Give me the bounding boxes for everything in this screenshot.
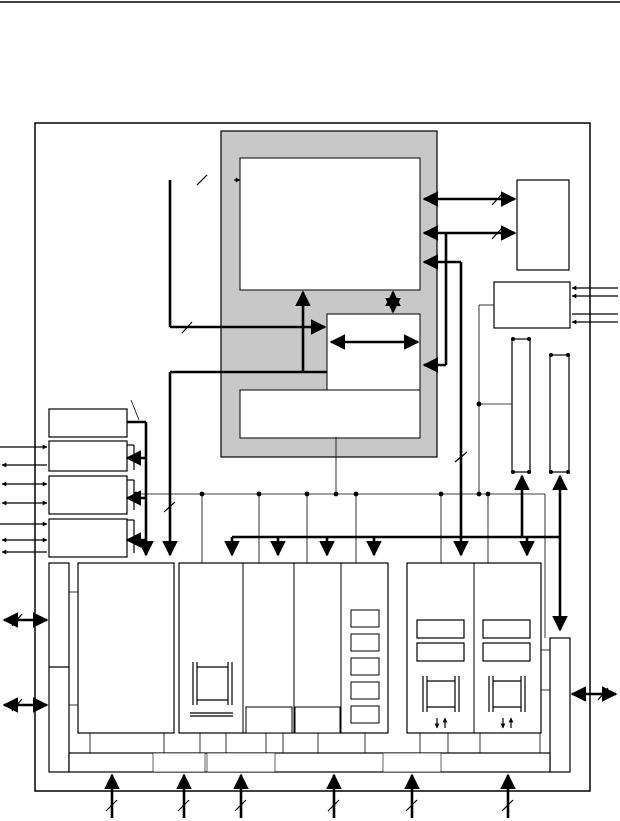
left-box-4 (48, 518, 128, 558)
ladder-icon-2 (422, 676, 460, 712)
stack-box-1 (350, 609, 380, 628)
right-top-box (516, 179, 570, 271)
left-large-box (77, 562, 175, 734)
ladder-icon-1 (190, 662, 233, 717)
right-group-box-2a (482, 619, 531, 639)
right-group-box-1a (416, 619, 465, 639)
left-box-3 (48, 475, 128, 515)
bus-segment-2 (206, 752, 276, 773)
bus-segment-3 (382, 752, 442, 773)
right-tall-bar-2 (549, 354, 570, 473)
ladder-icon-3 (488, 676, 526, 712)
right-tall-bar-1 (511, 338, 531, 473)
heavy-links (2, 180, 618, 818)
central-upper-box (239, 157, 421, 291)
left-box-1 (48, 408, 128, 438)
bus-segment-1 (152, 752, 206, 773)
central-lower-box (239, 389, 421, 439)
center-sub-box-2 (294, 706, 341, 734)
stack-box-4 (350, 681, 380, 700)
io-arrows-1 (434, 717, 514, 729)
right-small-box (493, 281, 571, 329)
center-sub-box-1 (245, 706, 293, 734)
bottom-bus-bar (68, 752, 551, 773)
left-box-2 (48, 440, 128, 472)
stack-box-5 (350, 705, 380, 724)
right-edge-box (549, 637, 571, 773)
stack-box-2 (350, 633, 380, 652)
right-group-box-2b (482, 642, 531, 662)
bus-width-marks (11, 174, 609, 812)
outer-frame (34, 122, 591, 792)
central-middle-box (326, 313, 421, 391)
left-io-arrows (0, 177, 618, 555)
right-group-box-1b (416, 642, 465, 662)
stack-box-3 (350, 657, 380, 676)
